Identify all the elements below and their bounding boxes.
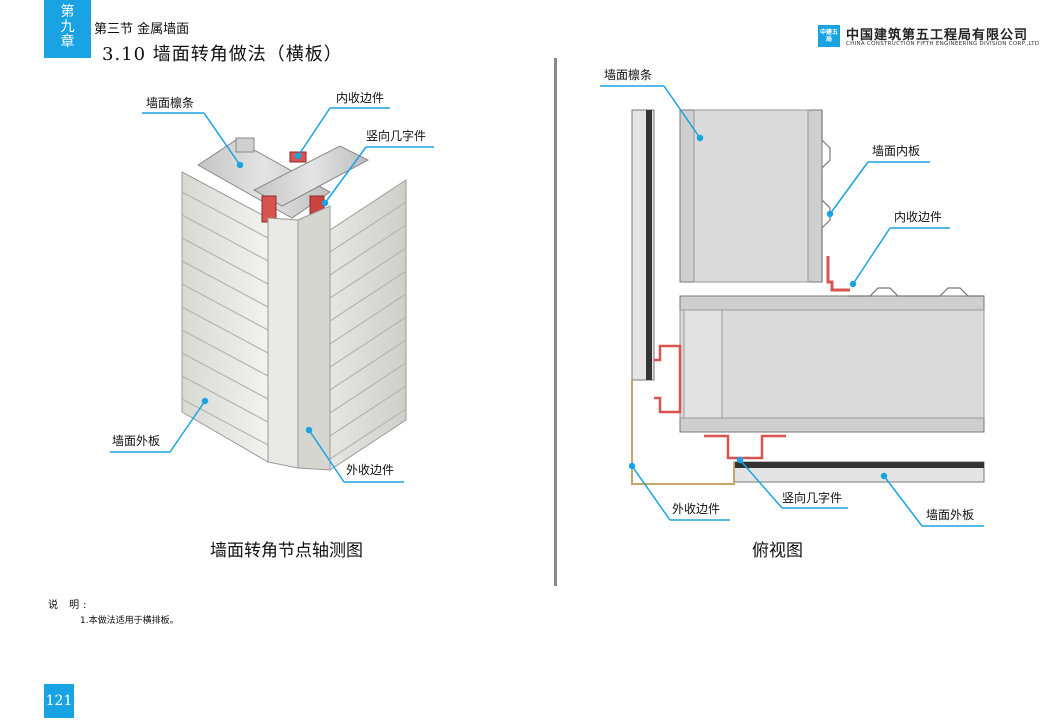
chapter-tab: 第 九 章 — [44, 0, 91, 58]
caption-right: 俯视图 — [752, 541, 803, 561]
chapter-char-1: 第 — [60, 4, 75, 20]
logo-text: 中建五局 — [819, 29, 838, 43]
section-label: 第三节 金属墙面 — [94, 22, 190, 37]
label-outer-panel-left: 墙面外板 — [112, 434, 160, 448]
label-outer-trim-right: 外收边件 — [672, 502, 720, 516]
inner-panel-profile — [821, 110, 831, 282]
vertical-divider — [554, 58, 557, 586]
right-panel-ribs — [329, 201, 407, 460]
label-outer-trim-left: 外收边件 — [346, 463, 394, 477]
page-number: 121 — [44, 684, 74, 718]
chapter-char-2: 九 — [60, 19, 75, 35]
label-inner-trim-right: 内收边件 — [894, 210, 942, 224]
company-logo: 中建五局 — [818, 25, 840, 47]
page-title: 3.10 墙面转角做法（横板） — [102, 44, 343, 65]
top-inner-trim — [826, 256, 850, 292]
label-inner-trim-left: 内收边件 — [336, 91, 384, 105]
label-purlin-right: 墙面檩条 — [604, 67, 652, 82]
company-name-en: CHINA CONSTRUCTION FIFTH ENGINEERING DIV… — [846, 41, 1040, 47]
right-callouts — [600, 85, 984, 527]
chapter-char-3: 章 — [60, 34, 75, 50]
left-callouts — [110, 107, 434, 483]
label-vertical-bracket-left: 竖向几字件 — [366, 128, 426, 143]
top-vertical-bracket-bottom — [704, 434, 786, 460]
outer-trim-front — [267, 217, 299, 469]
label-vertical-bracket-right: 竖向几字件 — [782, 490, 842, 505]
top-view-drawing — [631, 109, 985, 485]
top-outer-trim — [631, 380, 735, 485]
notes-item: 1.本做法适用于横排板。 — [80, 616, 179, 626]
label-purlin-left: 墙面檩条 — [146, 95, 194, 110]
purlin-end-cap — [235, 137, 255, 153]
caption-left: 墙面转角节点轴测图 — [210, 541, 363, 561]
company-name-cn: 中国建筑第五工程局有限公司 — [846, 28, 1029, 43]
label-inner-panel-right: 墙面内板 — [872, 144, 920, 158]
left-panel-ribs — [181, 191, 269, 446]
top-vertical-bracket-left — [654, 344, 682, 414]
isometric-corner-drawing — [181, 137, 407, 471]
notes-title: 说 明: — [48, 600, 91, 611]
outer-trim-side — [297, 205, 331, 471]
label-outer-panel-right: 墙面外板 — [926, 508, 974, 522]
